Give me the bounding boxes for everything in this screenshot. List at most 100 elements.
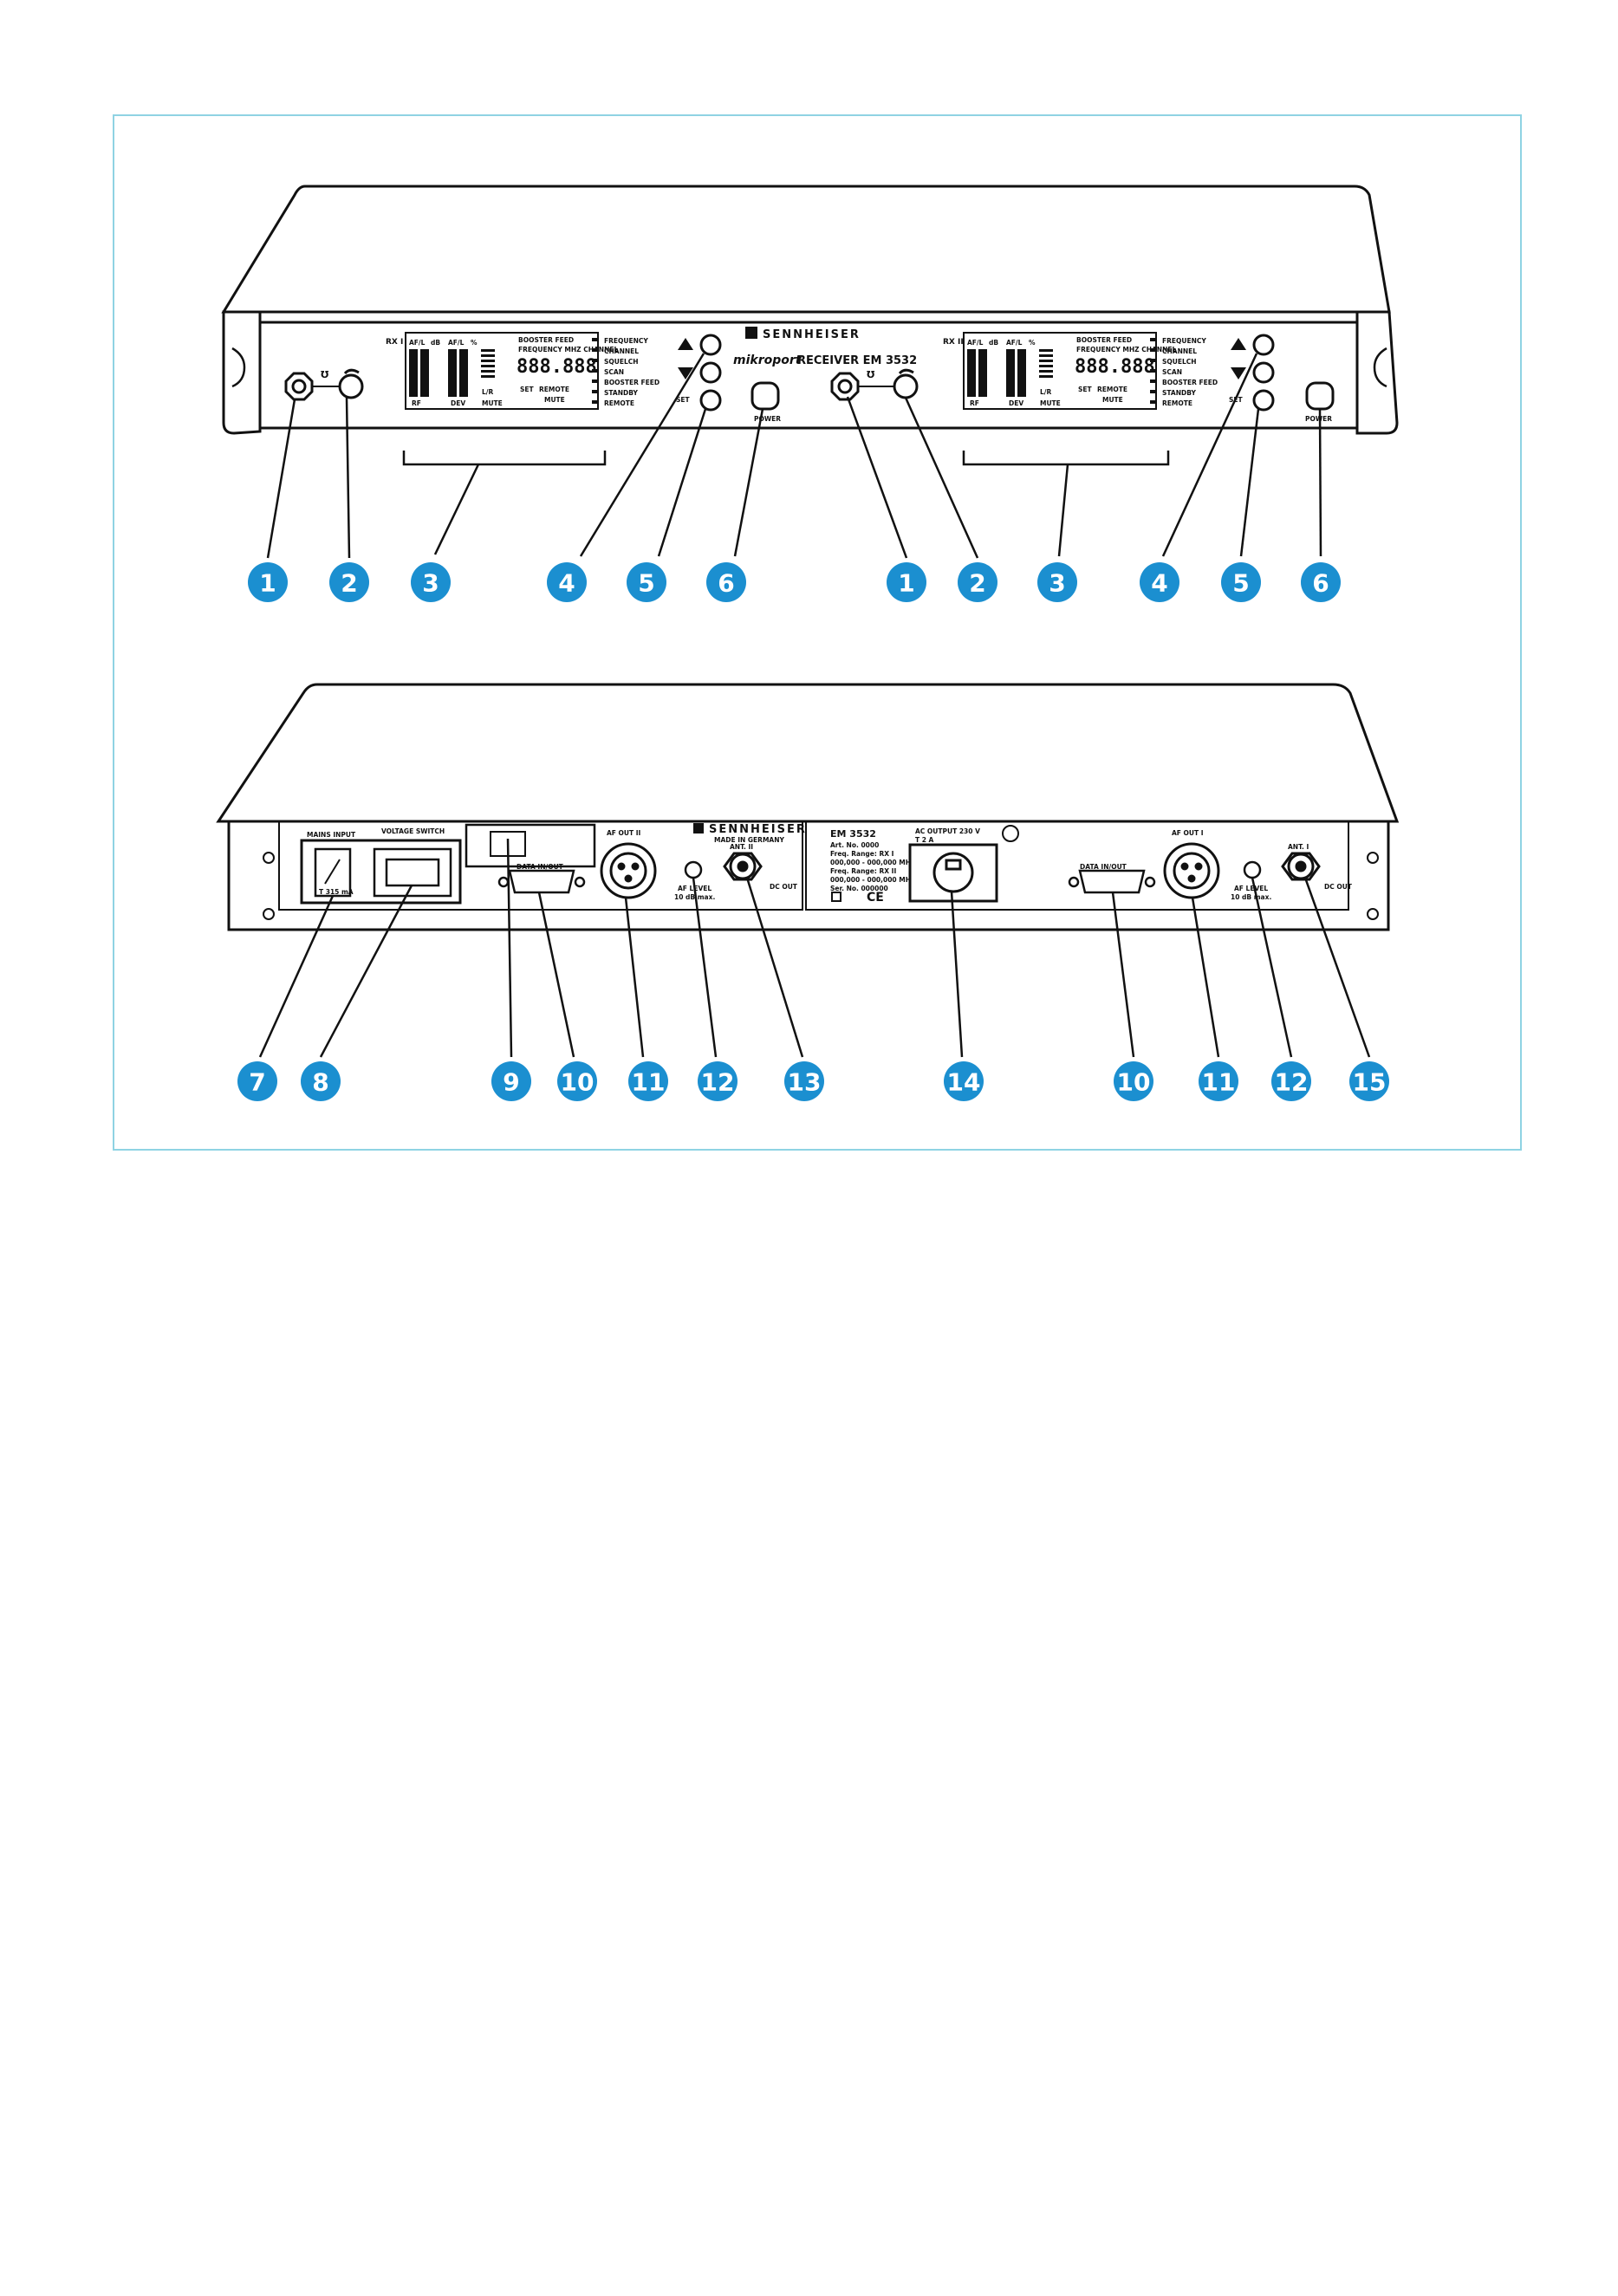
power-button-left: POWER [751, 381, 781, 423]
pct-label-2: % [1029, 339, 1036, 347]
status-squelch-2: SQUELCH [1162, 358, 1197, 366]
dev-label-2: DEV [1009, 399, 1023, 407]
callout-8: 8 [301, 1061, 341, 1101]
svg-text:11: 11 [1202, 1068, 1236, 1097]
front-ear-notches [231, 347, 1387, 388]
set-button [699, 389, 722, 412]
svg-text:1: 1 [898, 569, 914, 598]
callout-2b: 2 [958, 562, 997, 602]
rear-screws [263, 852, 1379, 920]
mute-label: MUTE [544, 396, 565, 404]
data-connector-2 [1068, 869, 1156, 894]
headphone-icon: ℧ [321, 369, 329, 380]
headphone-jack-left [284, 372, 314, 401]
lcd-display-left: RX I AF/L dB AF/L % RF DEV L/R MUTE [386, 332, 618, 410]
callout-5b: 5 [1221, 562, 1261, 602]
headphone-icon-2: ℧ [867, 369, 875, 380]
svg-text:6: 6 [1312, 569, 1329, 598]
front-view [221, 185, 1399, 435]
brand-rear: SENNHEISER [709, 823, 807, 836]
af-out-ii-label: AF OUT II [607, 829, 641, 837]
status-frequency-2: FREQUENCY [1162, 337, 1206, 345]
grounding-icon [1002, 825, 1019, 842]
status-remote: REMOTE [604, 399, 634, 407]
callout-11b: 11 [1199, 1061, 1238, 1101]
status-frequency: FREQUENCY [604, 337, 648, 345]
ant-i-label: ANT. I [1288, 843, 1309, 851]
rf-label-2: RF [970, 399, 979, 407]
up-button [699, 334, 722, 356]
af-level-trim-1 [684, 860, 703, 879]
status-booster-feed-2: BOOSTER FEED [1162, 379, 1218, 386]
fuse-label: T 315 mA [319, 888, 354, 896]
dc-out-label-1: DC OUT [770, 883, 798, 891]
status-channel-2: CHANNEL [1162, 347, 1197, 355]
svg-text:2: 2 [341, 569, 357, 598]
callout-9: 9 [491, 1061, 531, 1101]
svg-text:4: 4 [558, 569, 575, 598]
svg-text:15: 15 [1353, 1068, 1387, 1097]
front-top-panel [221, 185, 1391, 314]
data-label-2: DATA IN/OUT [1080, 863, 1127, 871]
mute-small-label: MUTE [482, 399, 503, 407]
status-scan-2: SCAN [1162, 368, 1182, 376]
afl-label-3: AF/L [967, 339, 984, 347]
svg-text:12: 12 [701, 1068, 735, 1097]
booster-label-2: BOOSTER FEED [1076, 336, 1132, 344]
type-plate-line-2: Freq. Range: RX I [830, 850, 894, 858]
afl-label-4: AF/L [1006, 339, 1023, 347]
front-unit-right: ℧ RX II AF/L dB AF/L % [830, 332, 1335, 423]
front-leader-lines [266, 353, 1322, 559]
svg-text:8: 8 [312, 1068, 328, 1097]
ce-mark: CE [867, 891, 884, 905]
callout-5: 5 [627, 562, 666, 602]
callout-13: 13 [784, 1061, 824, 1101]
af-out-i-label: AF OUT I [1172, 829, 1204, 837]
up-button-2 [1252, 334, 1275, 356]
set-label: SET [676, 396, 691, 404]
svg-text:13: 13 [788, 1068, 822, 1097]
data-label-1: DATA IN/OUT [517, 863, 564, 871]
callout-14: 14 [944, 1061, 984, 1101]
rear-left-module: MAINS INPUT VOLTAGE SWITCH T 315 mA DATA… [300, 823, 807, 905]
status-list-left: FREQUENCY CHANNEL SQUELCH SCAN BOOSTER F… [592, 337, 660, 407]
callout-1: 1 [248, 562, 288, 602]
remote-label: REMOTE [539, 386, 569, 393]
lcd-display-right: RX II AF/L dB AF/L % RF DEV L/R MUTE [943, 332, 1176, 410]
svg-text:3: 3 [1049, 569, 1065, 598]
type-plate-line-3: 000,000 - 000,000 MHz [830, 859, 914, 866]
rear-module-left [278, 820, 803, 911]
ant-i-bnc [1281, 852, 1321, 881]
freq-label-2: FREQUENCY MHZ CHANNEL [1076, 346, 1176, 353]
remote-label-2: REMOTE [1097, 386, 1127, 393]
volume-knob-left [338, 368, 364, 399]
rear-leader-lines [258, 838, 1371, 1058]
type-plate-line-6: Ser. No. 000000 [830, 885, 888, 892]
fuse2-label: T 2 A [915, 836, 934, 844]
status-scan: SCAN [604, 368, 624, 376]
callout-10: 10 [557, 1061, 597, 1101]
ant-ii-bnc [723, 852, 763, 881]
headphone-jack-right [830, 372, 860, 401]
set-small-label-2: SET [1078, 386, 1093, 393]
afl-label: AF/L [409, 339, 426, 347]
callout-6: 6 [706, 562, 746, 602]
callout-2: 2 [329, 562, 369, 602]
down-arrow-icon-2 [1231, 367, 1246, 379]
frequency-readout-2: 888.888 [1075, 356, 1155, 378]
lr-label-2: L/R [1040, 388, 1052, 396]
rear-right-module: EM 3532 Art. No. 0000 Freq. Range: RX I … [830, 825, 1353, 905]
pct-label: % [471, 339, 478, 347]
mains-label: MAINS INPUT [307, 831, 356, 839]
model-text: RECEIVER EM 3532 [797, 354, 917, 367]
svg-text:2: 2 [969, 569, 985, 598]
booster-label: BOOSTER FEED [518, 336, 574, 344]
type-plate-model: EM 3532 [830, 828, 876, 840]
set-small-label: SET [520, 386, 535, 393]
callouts-top: 1 2 3 4 5 6 1 2 3 4 5 6 [248, 562, 1341, 602]
dev-label: DEV [451, 399, 465, 407]
diagram-frame [113, 114, 1522, 1151]
front-unit-left: ℧ RX I AF/L dB AF/L % [284, 327, 917, 423]
rx-label-2: RX II [943, 338, 964, 347]
type-plate-line-4: Freq. Range: RX II [830, 867, 896, 875]
